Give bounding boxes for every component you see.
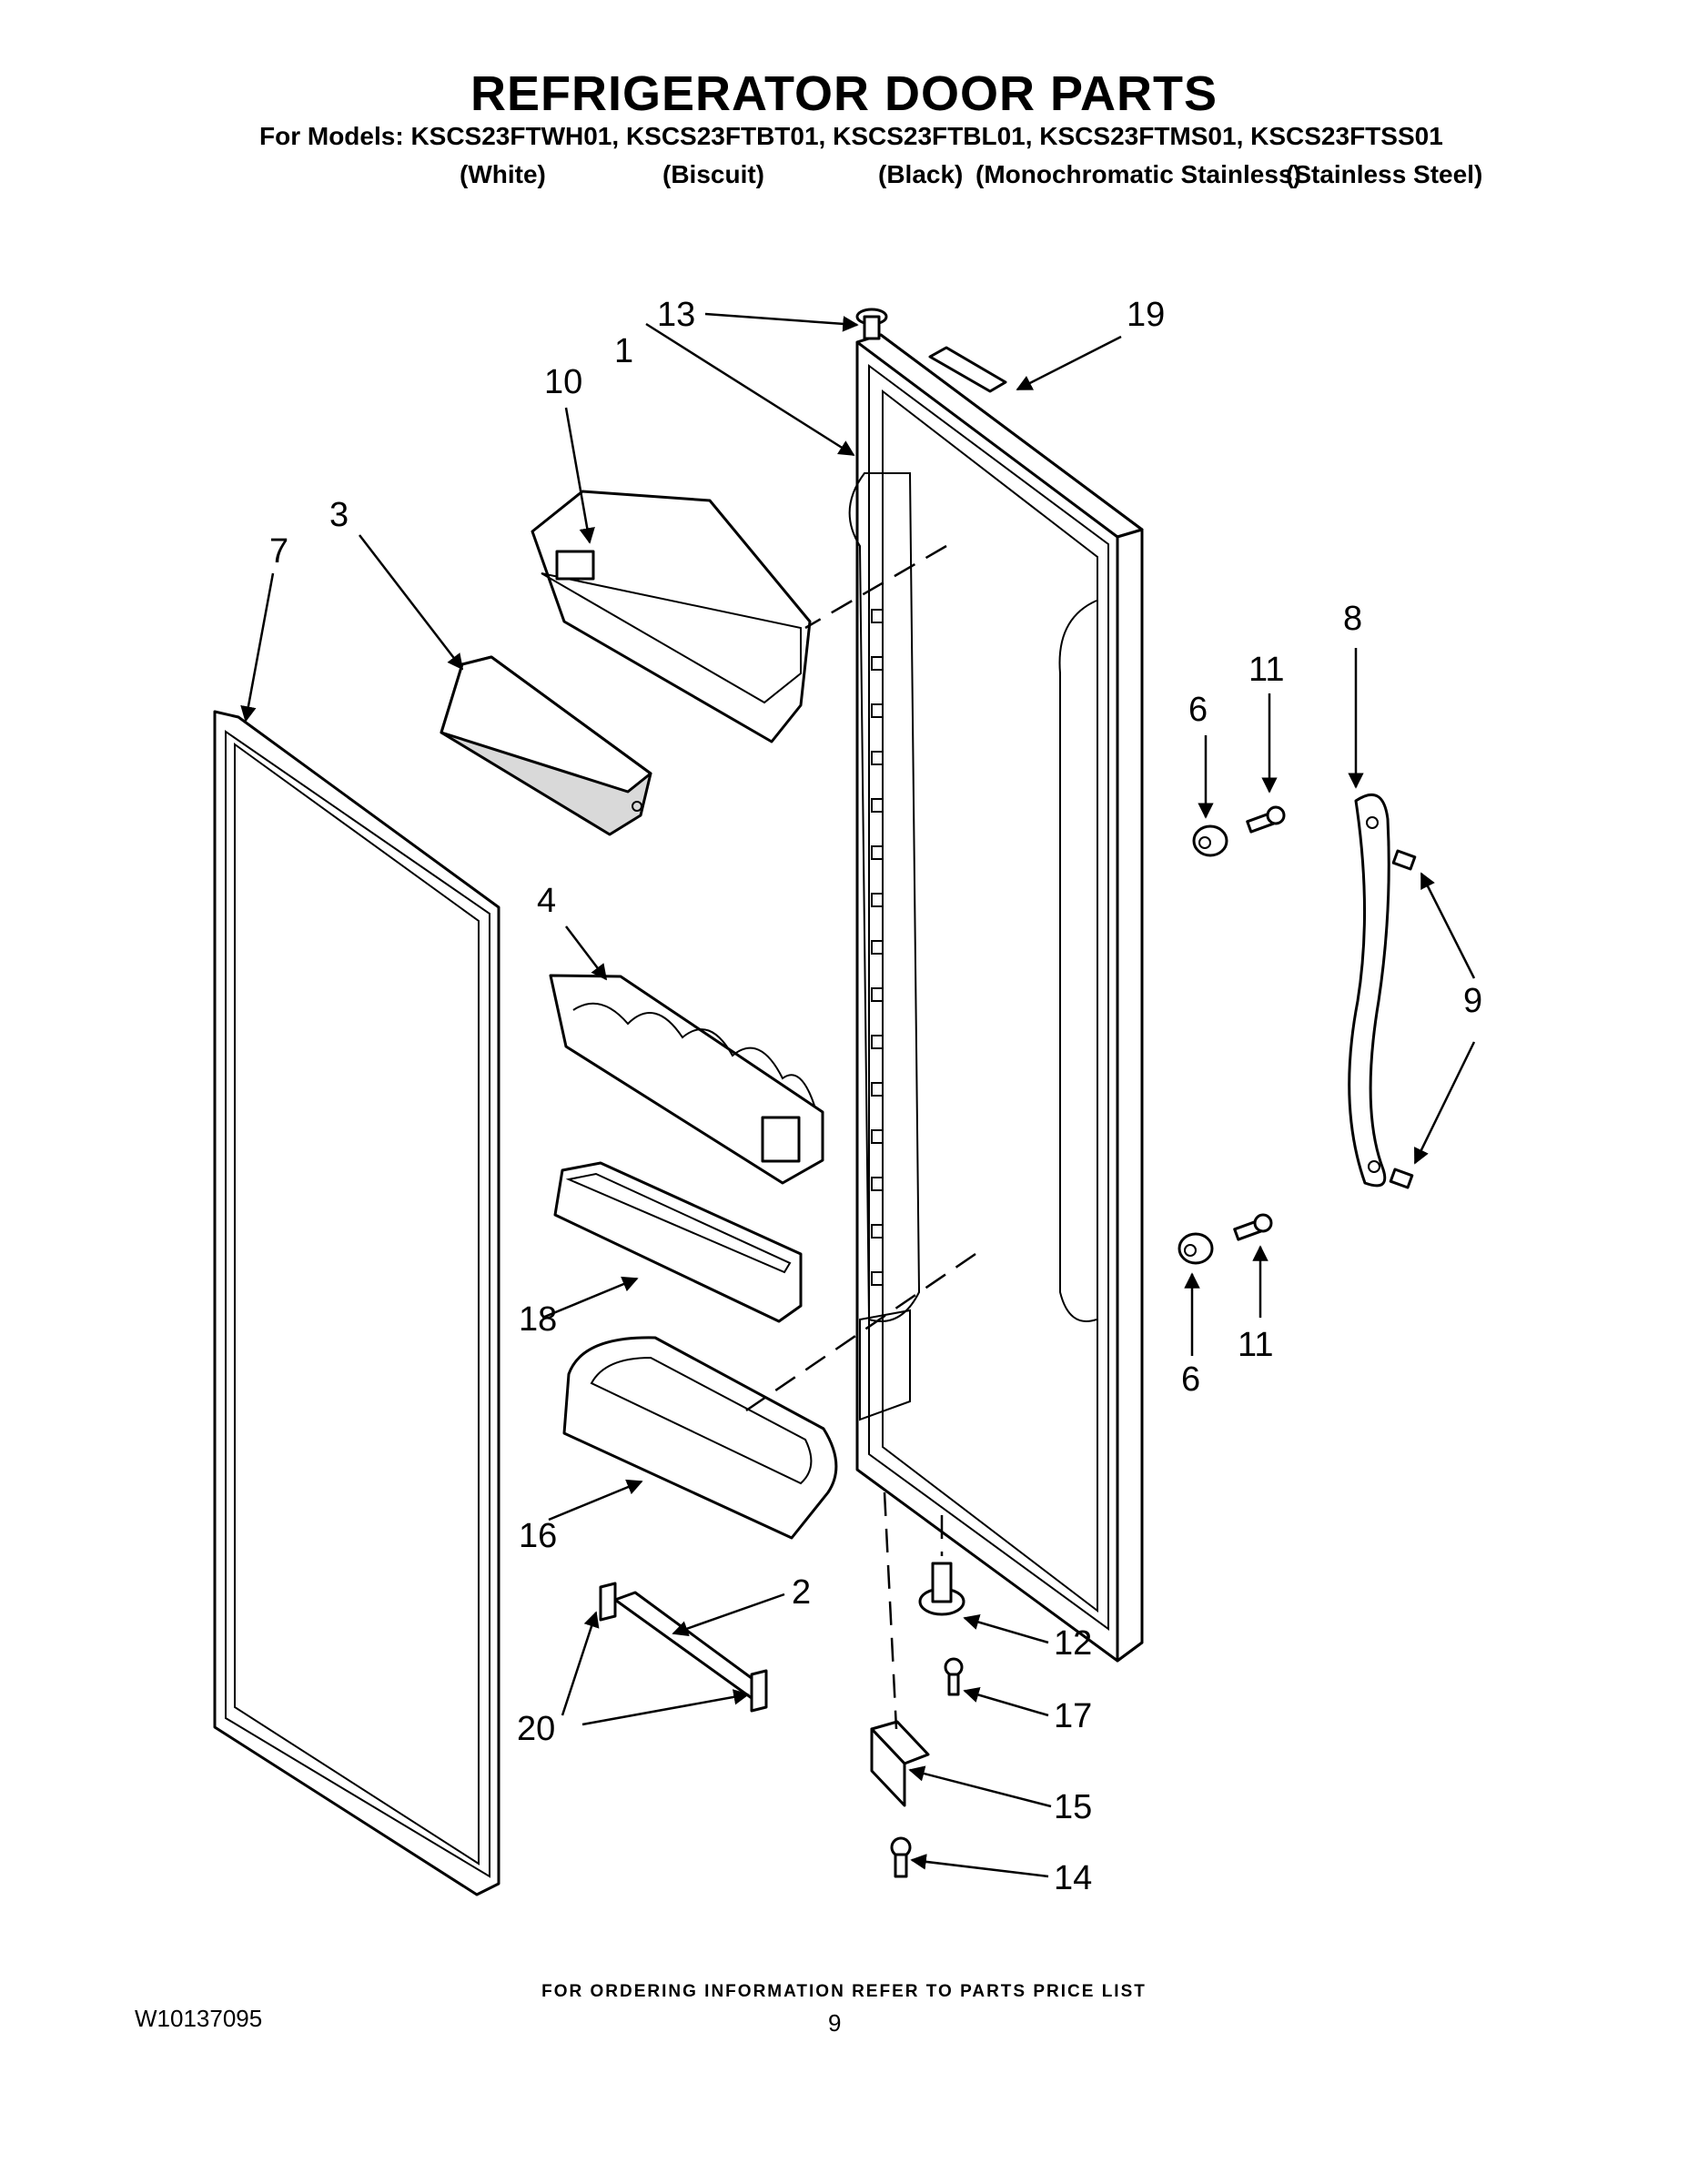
leader-2	[672, 1592, 785, 1637]
hinge-pin-part	[918, 1562, 965, 1616]
lower-hinge-part	[870, 1720, 930, 1807]
handle-screw-bottom-part	[1389, 1168, 1414, 1189]
dairy-door-part	[531, 490, 812, 743]
callout-11-top: 11	[1248, 651, 1284, 689]
models-line: For Models: KSCS23FTWH01, KSCS23FTBT01, …	[259, 122, 1443, 150]
leader-17	[963, 1687, 1049, 1717]
leader-18	[541, 1276, 639, 1320]
shelf-slot-column	[871, 609, 884, 1286]
callout-17: 17	[1054, 1697, 1092, 1735]
handle-mount-screw-bottom-part	[1233, 1213, 1273, 1241]
gallon-door-bin-part	[562, 1336, 838, 1540]
callout-9: 9	[1463, 982, 1482, 1020]
variant-biscuit: (Biscuit)	[662, 160, 764, 188]
document-id: W10137095	[135, 2005, 263, 2032]
door-gasket-part	[213, 710, 500, 1896]
leader-12	[963, 1614, 1049, 1644]
door-liner-part	[848, 333, 1144, 1663]
assembly-line-dairy	[804, 544, 947, 630]
callout-20: 20	[517, 1710, 555, 1748]
dairy-door-cover-part	[440, 655, 652, 836]
callout-10: 10	[544, 363, 582, 401]
page-title: REFRIGERATOR DOOR PARTS	[470, 66, 1218, 121]
door-top-plug-part	[855, 308, 888, 340]
callout-8: 8	[1343, 600, 1362, 638]
handle-spacer-bottom-part	[1178, 1232, 1214, 1265]
leader-15	[908, 1765, 1052, 1808]
callout-16: 16	[519, 1517, 557, 1555]
leader-9-bottom	[1413, 1041, 1476, 1165]
leader-16	[548, 1479, 643, 1522]
can-rack-part	[549, 974, 824, 1185]
callout-7: 7	[269, 532, 288, 571]
leader-1	[645, 322, 855, 457]
hinge-bolt-part	[890, 1836, 912, 1878]
handle-screw-top-part	[1391, 849, 1417, 871]
callout-6-top: 6	[1188, 691, 1208, 729]
leader-20b	[581, 1689, 750, 1726]
callout-14: 14	[1054, 1859, 1092, 1897]
door-label-part	[928, 346, 1007, 393]
callout-13: 13	[657, 296, 695, 334]
callout-15: 15	[1054, 1788, 1092, 1826]
handle-spacer-top-part	[1192, 824, 1228, 857]
ordering-information-note: FOR ORDERING INFORMATION REFER TO PARTS …	[541, 1982, 1147, 2001]
assembly-line-hinge	[883, 1491, 898, 1730]
bin-rail-part	[599, 1582, 768, 1713]
leader-10	[564, 407, 595, 544]
callout-2: 2	[792, 1573, 811, 1612]
page-number: 9	[828, 2009, 842, 2037]
leader-19	[1016, 335, 1122, 391]
leader-13	[704, 312, 859, 332]
handle-mount-screw-top-part	[1246, 805, 1286, 834]
variant-monochromatic-stainless: (Monochromatic Stainless)	[975, 160, 1301, 188]
door-bin-part	[553, 1161, 803, 1323]
assembly-line-bin	[745, 1252, 976, 1412]
callout-19: 19	[1127, 296, 1165, 334]
callout-4: 4	[537, 882, 556, 920]
hinge-screw-part	[944, 1657, 964, 1696]
leader-4	[565, 925, 608, 981]
variant-stainless-steel: (Stainless Steel)	[1286, 160, 1483, 188]
callout-3: 3	[329, 496, 349, 534]
leader-20a	[561, 1611, 600, 1716]
callout-18: 18	[519, 1300, 557, 1339]
leader-3	[359, 534, 464, 671]
leader-7	[240, 572, 275, 723]
leader-9-top	[1420, 872, 1476, 979]
variant-white: (White)	[460, 160, 546, 188]
variant-black: (Black)	[878, 160, 964, 188]
callout-6-bottom: 6	[1181, 1360, 1200, 1399]
callout-11-bottom: 11	[1238, 1326, 1273, 1364]
callout-12: 12	[1054, 1624, 1092, 1663]
leader-14	[910, 1854, 1049, 1878]
callout-1: 1	[614, 332, 633, 370]
door-handle-part	[1348, 793, 1390, 1188]
